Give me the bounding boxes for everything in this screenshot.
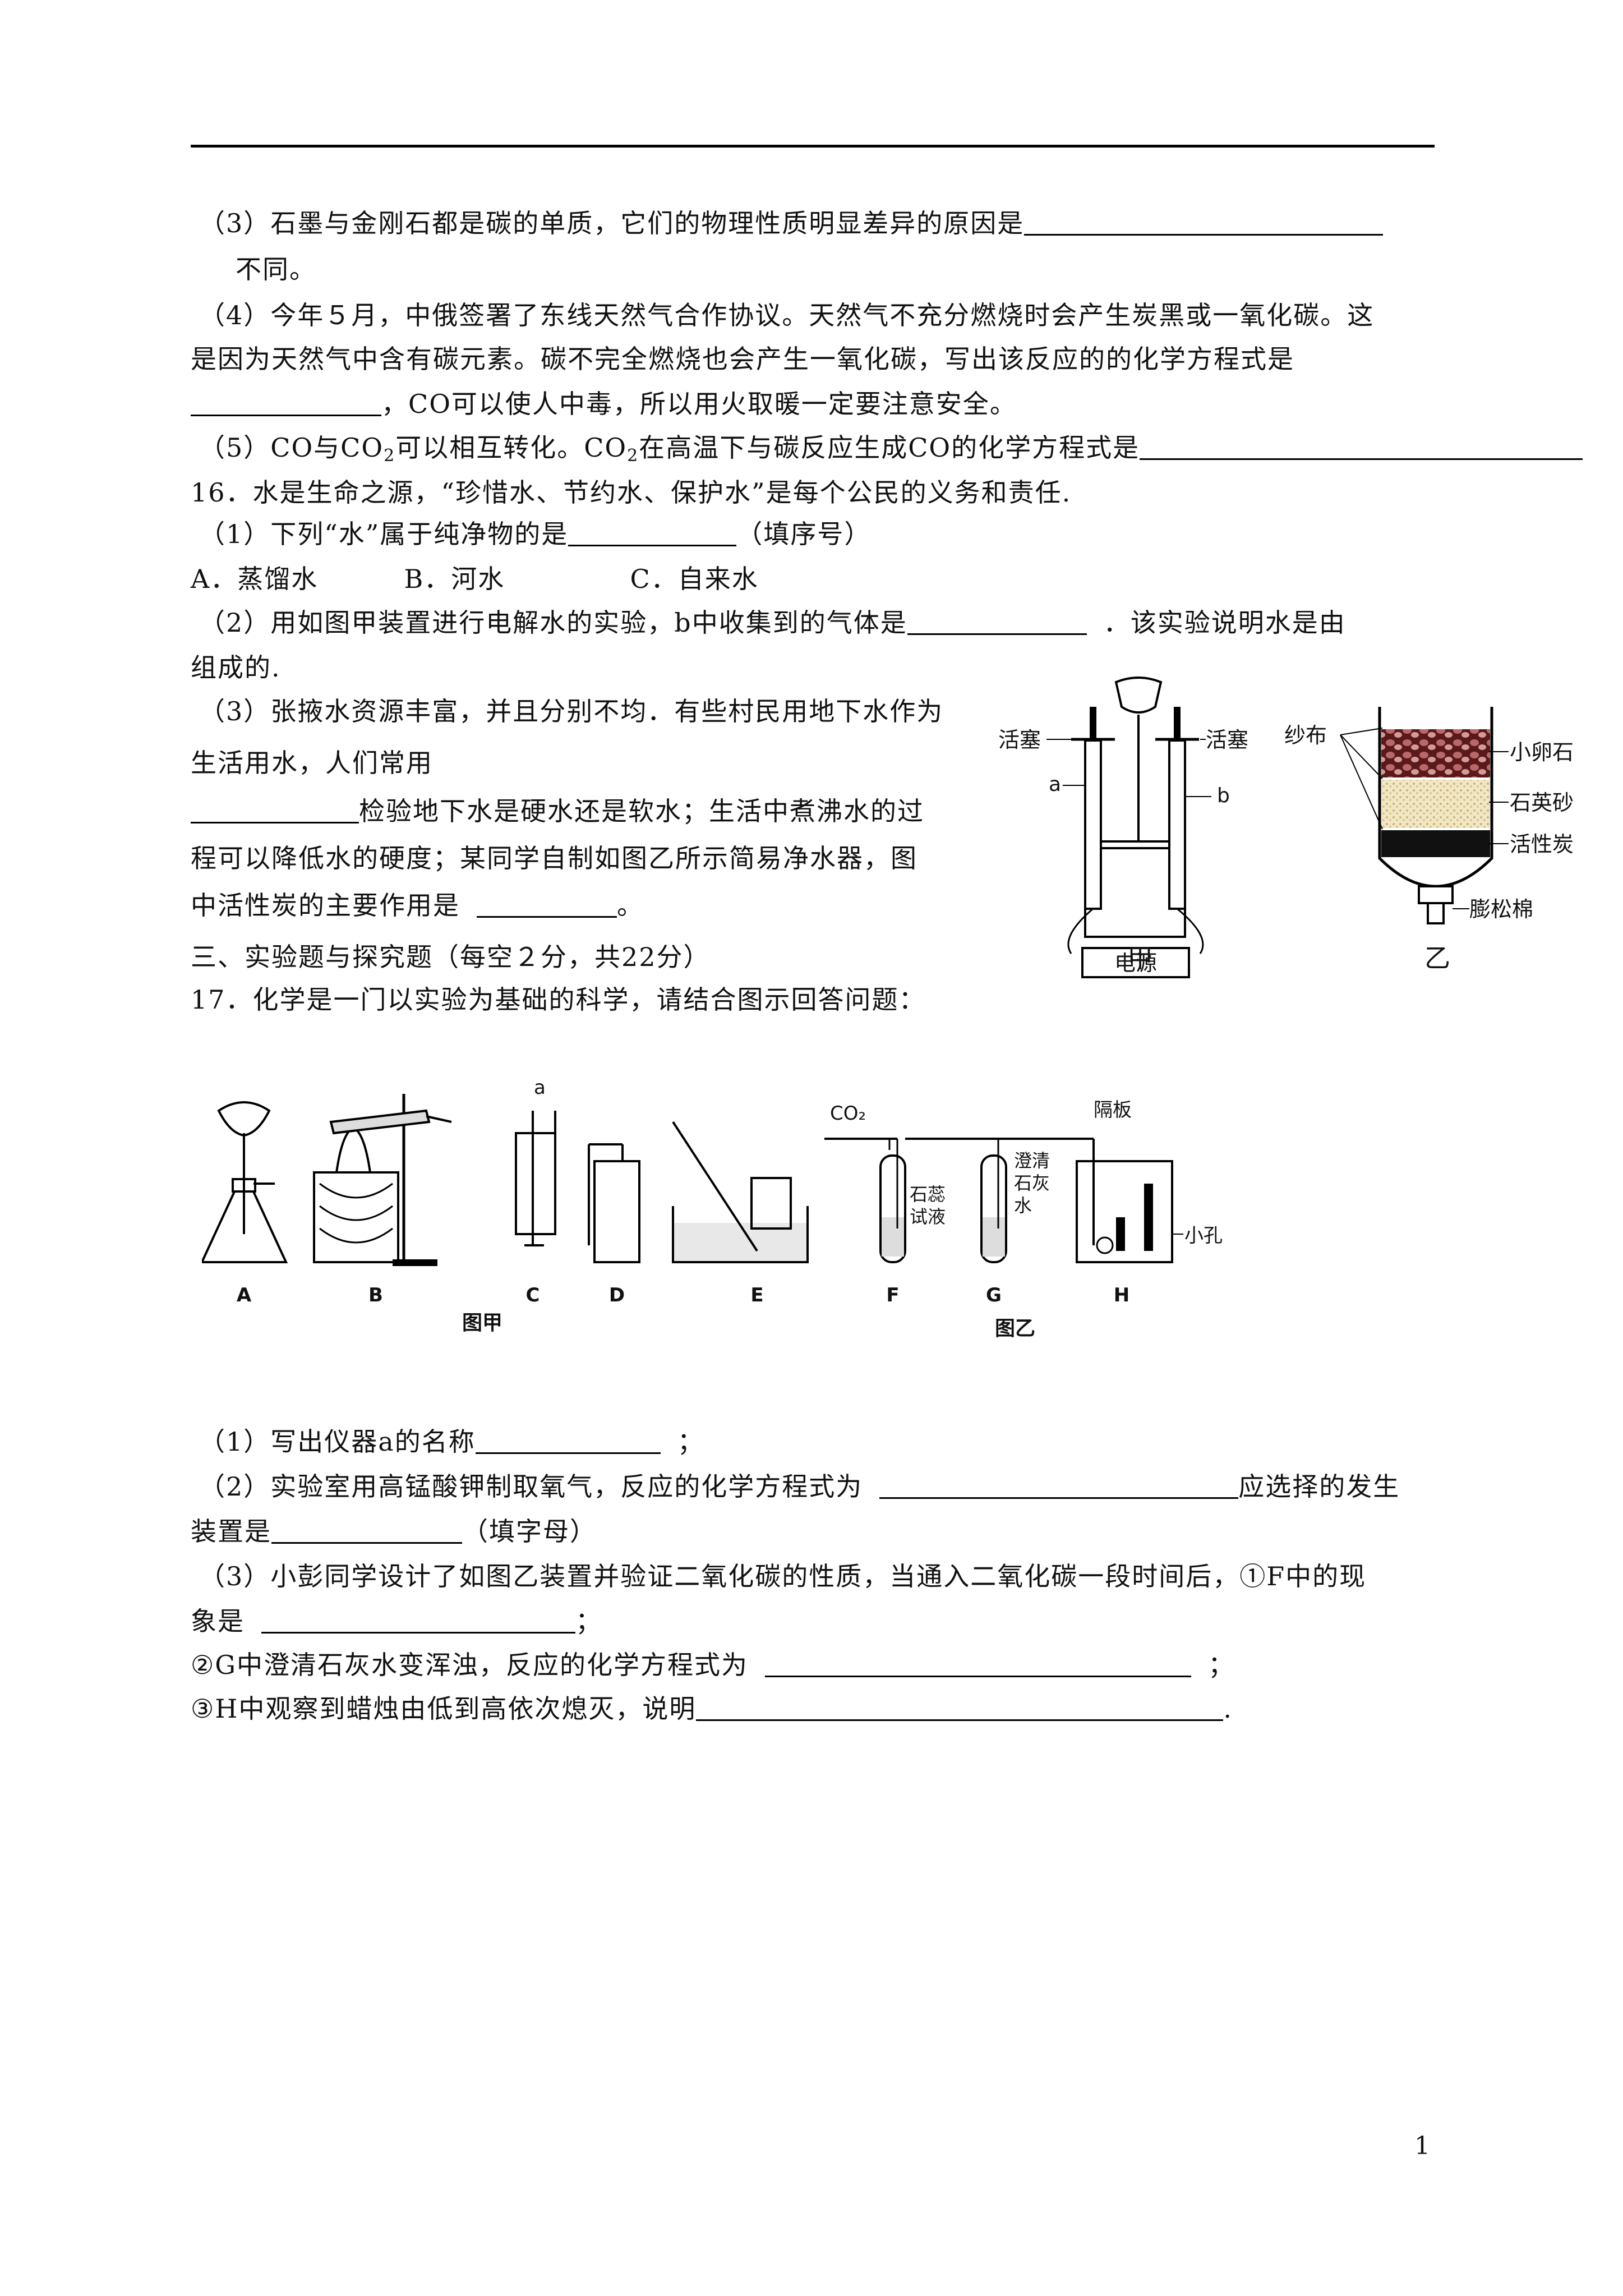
q17-part3-line1: （3）小彭同学设计了如图乙装置并验证二氧化碳的性质，当通入二氧化碳一段时间后，①… [199, 1561, 1367, 1591]
q17-part3-line4: ③H中观察到蜡烛由低到高依次熄灭，说明. [191, 1694, 1233, 1724]
co2-label: CO₂ [830, 1102, 866, 1125]
valve-right-label: 活塞 [1206, 728, 1248, 752]
answer-blank[interactable] [191, 390, 381, 416]
partition-label: 隔板 [1094, 1099, 1132, 1121]
apparatus-g: 澄清 石灰 水 [905, 1138, 1077, 1263]
q15-part4-line1: （4）今年５月，中俄签署了东线天然气合作协议。天然气不充分燃烧时会产生炭黑或一氧… [199, 300, 1375, 330]
page-number: 1 [1414, 2132, 1430, 2160]
apparatus-f: CO₂ 石蕊 试液 [824, 1102, 946, 1263]
caption-figure-jia: 图甲 [462, 1312, 502, 1335]
answer-blank[interactable] [879, 1473, 1239, 1499]
caption-figure-yi: 图乙 [995, 1317, 1035, 1340]
instrument-a-label: a [534, 1077, 546, 1099]
option-a[interactable]: A．蒸馏水 [191, 564, 319, 594]
q16-part2-cont: 组成的. [191, 652, 281, 683]
apparatus-a [202, 1101, 288, 1263]
lime-label-2: 石灰 [1014, 1172, 1050, 1194]
label-e: E [750, 1284, 763, 1306]
apparatus-e [672, 1121, 809, 1263]
q15-part4-line3: ，CO可以使人中毒，所以用火取暖一定要注意安全。 [191, 387, 1017, 421]
lab-apparatus-figure: a CO₂ 石蕊 试液 [202, 1077, 1223, 1340]
litmus-label-2: 试液 [910, 1206, 946, 1227]
answer-blank[interactable] [261, 1607, 575, 1634]
apparatus-d [588, 1143, 640, 1263]
q16-part3-line3: 检验地下水是硬水还是软水；生活中煮沸水的过 [191, 794, 924, 828]
power-label: 电源 [1114, 951, 1157, 976]
q16-part1: （1）下列“水”属于纯净物的是（填序号） [199, 519, 872, 549]
lime-label-3: 水 [1014, 1195, 1032, 1216]
section3-title: 三、实验题与探究题（每空２分，共22分） [191, 942, 711, 972]
answer-blank[interactable] [568, 520, 737, 546]
answer-blank[interactable] [907, 609, 1087, 635]
label-a: A [237, 1284, 252, 1306]
electrolysis-diagram: 电源 活塞 活塞 a b [998, 677, 1248, 978]
valve-left-label: 活塞 [998, 728, 1041, 752]
q16-part3-line1: （3）张掖水资源丰富，并且分别不均．有些村民用地下水作为 [199, 696, 944, 726]
water-purifier-diagram: 纱布 小卵石 石英砂 活性炭 膨松棉 [1284, 707, 1574, 924]
q16-part2: （2）用如图甲装置进行电解水的实验，b中收集到的气体是．该实验说明水是由 [199, 608, 1346, 638]
header-rule [191, 145, 1435, 148]
option-c[interactable]: C．自来水 [630, 564, 759, 594]
label-g: G [986, 1284, 1002, 1306]
apparatus-b [313, 1094, 452, 1266]
q15-part4-line2: 是因为天然气中含有碳元素。碳不完全燃烧也会产生一氧化碳，写出该反应的的化学方程式… [191, 344, 1294, 374]
q16-part3-line5: 中活性炭的主要作用是。 [191, 890, 644, 921]
sand-label: 石英砂 [1510, 790, 1574, 815]
answer-blank[interactable] [191, 797, 359, 823]
figure-jia-caption: 甲 [1127, 943, 1154, 973]
electrode-a-label: a [1049, 773, 1061, 796]
lime-label-1: 澄清 [1014, 1150, 1050, 1171]
q15-part3-cont: 不同。 [236, 254, 316, 284]
q17-part2: （2）实验室用高锰酸钾制取氧气，反应的化学方程式为应选择的发生 [199, 1471, 1400, 1502]
pebble-label: 小卵石 [1510, 740, 1574, 765]
q16-part3-line2: 生活用水，人们常用 [191, 748, 433, 778]
q15-part5: （5）CO与CO2可以相互转化。CO2在高温下与碳反应生成CO的化学方程式是 [199, 431, 1583, 473]
answer-blank[interactable] [764, 1651, 1191, 1677]
q17-title: 17．化学是一门以实验为基础的科学，请结合图示回答问题： [191, 984, 926, 1015]
figure-yi-caption: 乙 [1424, 943, 1451, 973]
apparatus-c: a [515, 1077, 556, 1246]
answer-blank[interactable] [1140, 434, 1583, 460]
hole-label: 小孔 [1184, 1225, 1223, 1247]
q17-part1: （1）写出仪器a的名称； [199, 1427, 704, 1457]
answer-blank[interactable] [477, 891, 617, 918]
answer-blank[interactable] [696, 1695, 1224, 1721]
label-f: F [886, 1284, 899, 1306]
q16-part3-line4: 程可以降低水的硬度；某同学自制如图乙所示简易净水器，图 [191, 843, 917, 873]
q17-part2-cont: 装置是（填字母） [191, 1516, 597, 1547]
litmus-label-1: 石蕊 [910, 1184, 946, 1205]
gauze-label: 纱布 [1284, 723, 1327, 748]
q17-part3-line2: 象是； [191, 1606, 602, 1636]
q15-part3: （3）石墨与金刚石都是碳的单质，它们的物理性质明显差异的原因是 [199, 206, 1384, 240]
q17-part3-line3: ②G中澄清石灰水变浑浊，反应的化学方程式为； [191, 1650, 1235, 1680]
label-d: D [609, 1284, 625, 1306]
option-b[interactable]: B．河水 [404, 564, 505, 594]
label-b: B [368, 1284, 383, 1306]
q16-title: 16．水是生命之源，“珍惜水、节约水、保护水”是每个公民的义务和责任. [191, 477, 1072, 508]
answer-blank[interactable] [1024, 209, 1384, 236]
carbon-label: 活性炭 [1510, 832, 1574, 857]
label-h: H [1114, 1284, 1129, 1306]
q16-options: A．蒸馏水 B．河水 C．自来水 [191, 562, 759, 596]
cotton-label: 膨松棉 [1469, 897, 1533, 922]
answer-blank[interactable] [475, 1428, 661, 1454]
answer-blank[interactable] [271, 1517, 462, 1544]
electrode-b-label: b [1217, 784, 1230, 807]
label-c: C [526, 1284, 540, 1306]
apparatus-h: 隔板 小孔 [1076, 1099, 1223, 1263]
